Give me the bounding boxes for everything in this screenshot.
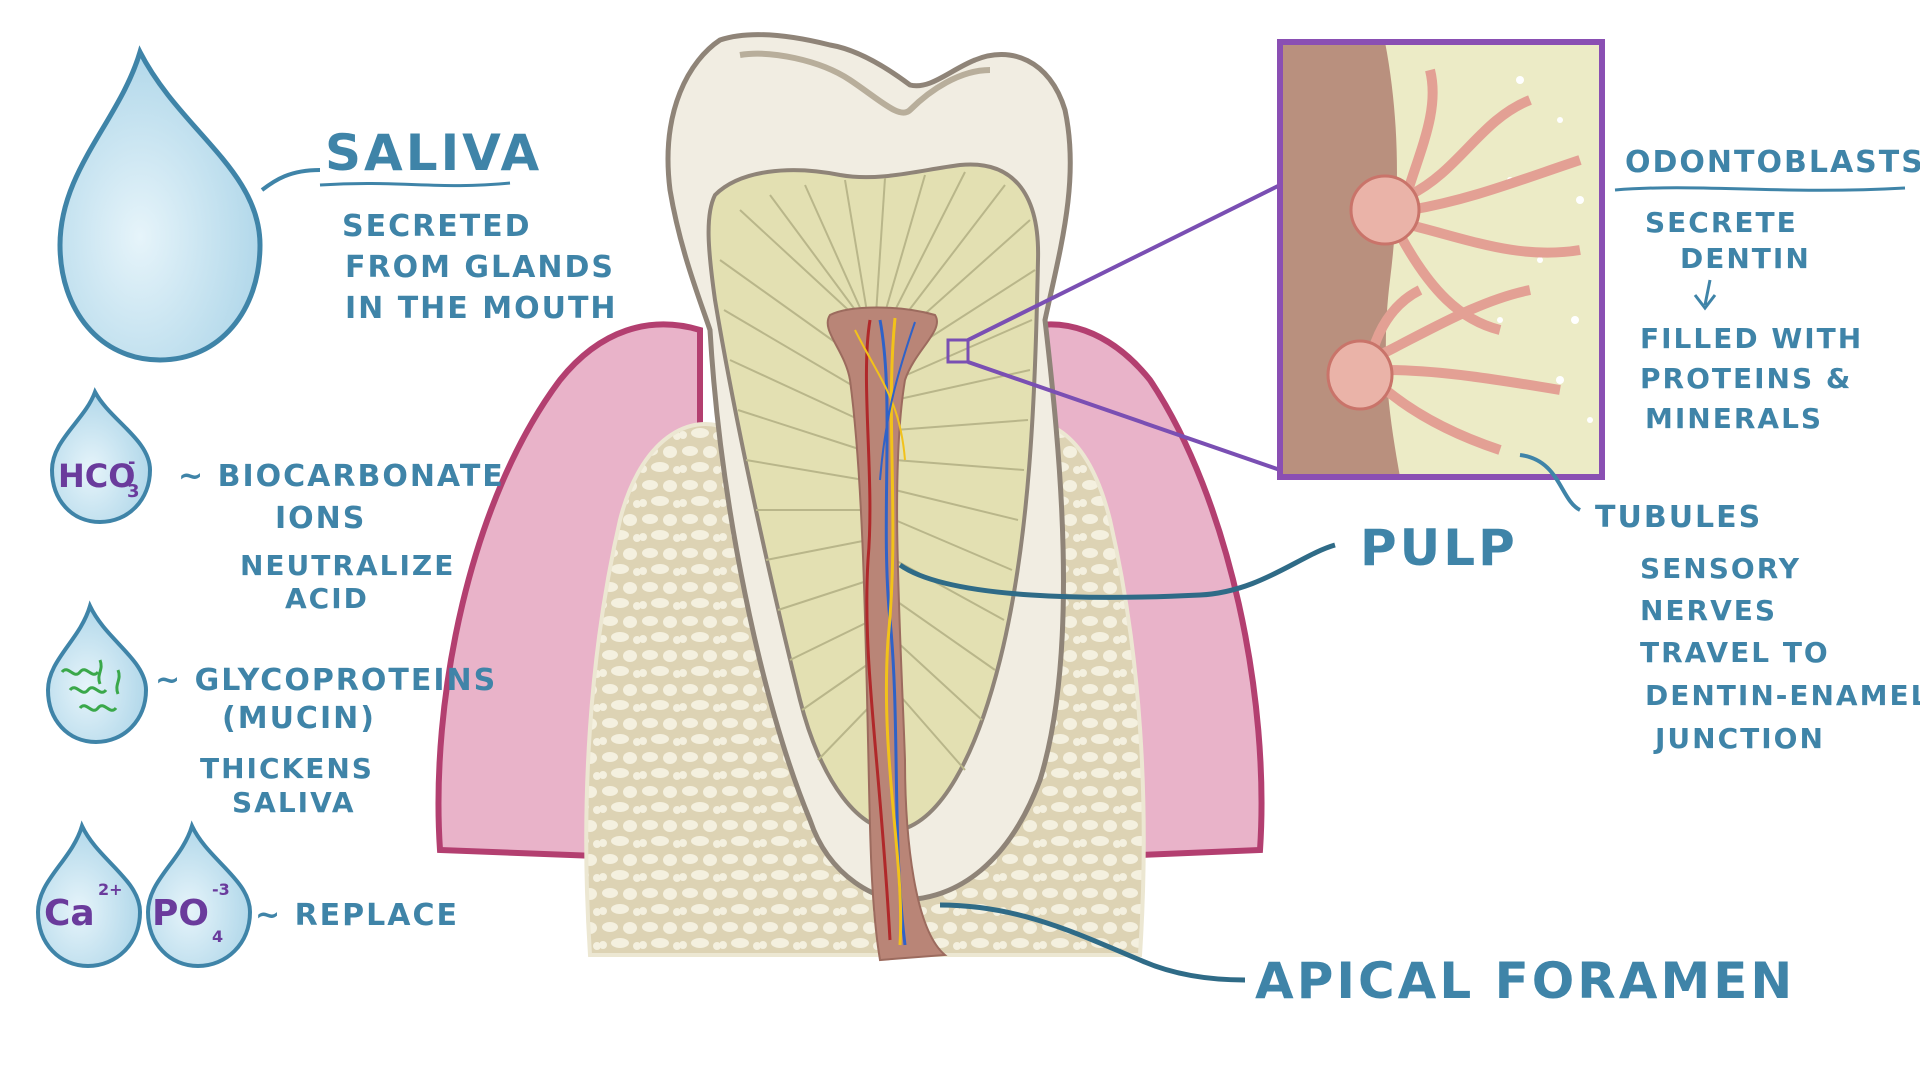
glyco-note-2: SALIVA — [232, 786, 356, 819]
bicarbonate-label: ~ BIOCARBONATE — [178, 459, 505, 494]
phosphate-drop-icon — [145, 820, 253, 969]
odontoblasts-title: ODONTOBLASTS — [1625, 145, 1920, 180]
odontoblast-inset — [967, 39, 1605, 480]
saliva-title: SALIVA — [325, 124, 542, 182]
bicarbonate-sub: 3 — [127, 481, 140, 502]
odontoblasts-note-5: MINERALS — [1645, 402, 1823, 435]
odontoblasts-note-3: FILLED WITH — [1640, 322, 1863, 355]
phosphate-sub: 4 — [212, 927, 223, 946]
glyco-label-2: (MUCIN) — [222, 701, 376, 736]
tubules-note-4: DENTIN-ENAMEL — [1645, 679, 1920, 712]
tooth — [665, 32, 1073, 962]
tubules-note-3: TRAVEL TO — [1640, 636, 1830, 669]
tubules-note-5: JUNCTION — [1653, 722, 1825, 755]
calcium-drop-icon — [35, 820, 143, 969]
tubules-note-1: SENSORY — [1640, 552, 1801, 585]
bicarbonate-note-2: ACID — [285, 582, 369, 615]
bicarbonate-sup: - — [128, 452, 135, 473]
odontoblasts-note-1: SECRETE — [1645, 206, 1798, 239]
minerals-label: ~ REPLACE — [255, 898, 459, 933]
bicarbonate-symbol: HCO — [58, 457, 135, 495]
calcium-symbol: Ca — [44, 893, 95, 934]
saliva-desc-3: IN THE MOUTH — [345, 291, 618, 326]
glyco-note-1: THICKENS — [200, 752, 374, 785]
pulp-title: PULP — [1360, 519, 1518, 577]
calcium-sup: 2+ — [98, 880, 123, 899]
saliva-desc-1: SECRETED — [342, 209, 532, 244]
odontoblast-cell — [1349, 68, 1582, 335]
glycoprotein-drop-icon — [45, 600, 149, 745]
saliva-drop-icon — [57, 45, 263, 363]
odontoblast-cell — [1326, 285, 1561, 455]
glyco-label: ~ GLYCOPROTEINS — [155, 663, 497, 698]
bicarbonate-note-1: NEUTRALIZE — [240, 549, 455, 582]
phosphate-symbol: PO — [152, 893, 209, 934]
tubules-title: TUBULES — [1595, 500, 1762, 535]
odontoblasts-note-2: DENTIN — [1680, 242, 1811, 275]
apical-foramen-title: APICAL FORAMEN — [1255, 952, 1795, 1010]
tubules-note-2: NERVES — [1640, 594, 1777, 627]
bicarbonate-label-2: IONS — [275, 501, 366, 536]
phosphate-sup: -3 — [212, 880, 230, 899]
saliva-desc-2: FROM GLANDS — [345, 250, 615, 285]
odontoblasts-note-4: PROTEINS & — [1640, 362, 1852, 395]
bicarbonate-drop-icon — [49, 387, 153, 525]
